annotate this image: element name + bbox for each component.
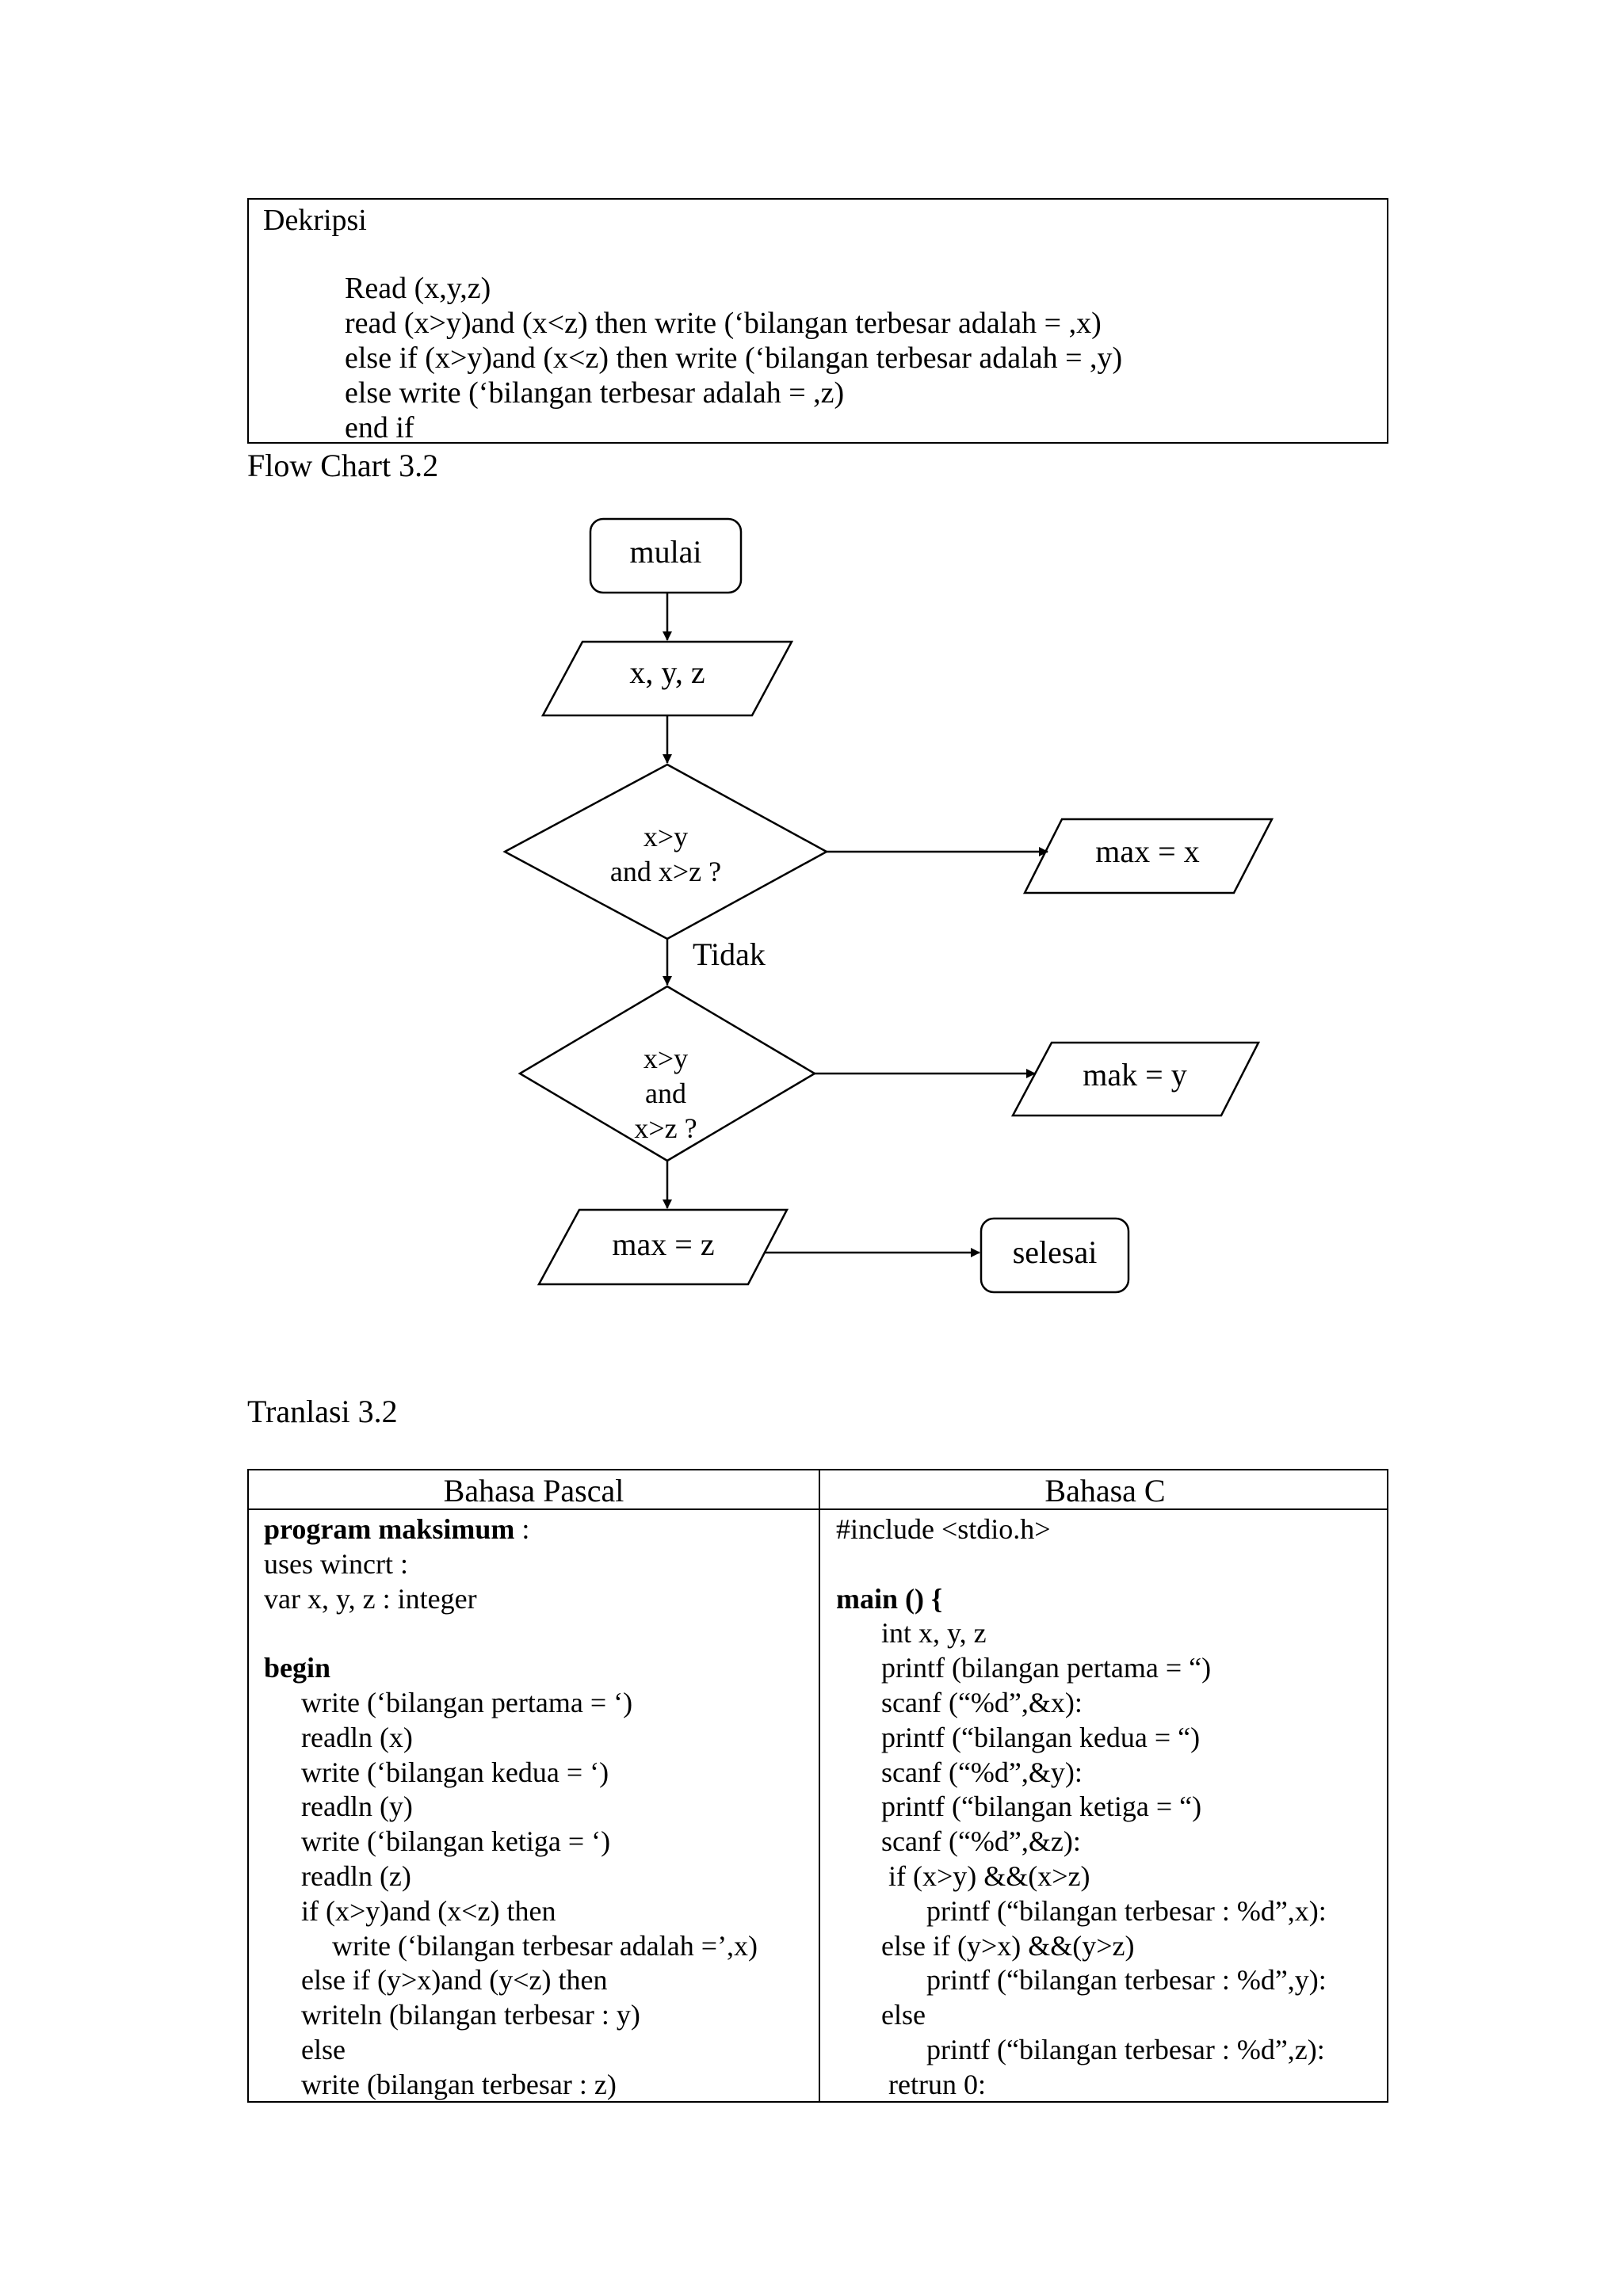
pascal-code-line: write (‘bilangan kedua = ‘) (301, 1758, 609, 1787)
c-code-line: #include <stdio.h> (836, 1515, 1051, 1543)
table-header-pascal: Bahasa Pascal (443, 1473, 624, 1508)
pascal-code-text: readln (x) (301, 1721, 413, 1753)
c-code-line: scanf (“%d”,&y): (881, 1758, 1083, 1787)
pascal-code-line: else (301, 2035, 346, 2064)
pascal-code-text: readln (y) (301, 1791, 413, 1823)
pascal-code-line: write (‘bilangan pertama = ‘) (301, 1688, 632, 1717)
pascal-code-line: readln (x) (301, 1723, 413, 1752)
c-code-text: else (881, 1999, 926, 2031)
pascal-code-text: if (x>y)and (x<z) then (301, 1894, 556, 1927)
pascal-code-line: program maksimum : (264, 1515, 529, 1543)
translation-caption: Tranlasi 3.2 (247, 1394, 398, 1429)
c-code-text: printf (“bilangan terbesar : %d”,x): (926, 1894, 1327, 1927)
decision2-line: and (645, 1077, 686, 1109)
start-terminator (589, 517, 743, 594)
pascal-code-line: writeln (bilangan terbesar : y) (301, 2000, 640, 2029)
c-code-text: main () { (836, 1582, 943, 1615)
pascal-code-text: program maksimum (264, 1513, 515, 1545)
c-code-line: main () { (836, 1585, 942, 1613)
pascal-code-text: writeln (bilangan terbesar : y) (301, 1999, 640, 2031)
pascal-code-text: else if (y>x)and (y<z) then (301, 1964, 608, 1997)
pascal-code-text: write (‘bilangan pertama = ‘) (301, 1687, 633, 1718)
pascal-code-line: readln (y) (301, 1792, 413, 1821)
c-code-text: scanf (“%d”,&x): (881, 1687, 1083, 1718)
pascal-code-line: if (x>y)and (x<z) then (301, 1897, 556, 1925)
pascal-code-line: write (‘bilangan ketiga = ‘) (301, 1827, 610, 1855)
c-code-line: printf (“bilangan terbesar : %d”,x): (926, 1897, 1327, 1925)
pascal-code-text: write (‘bilangan kedua = ‘) (301, 1756, 609, 1788)
c-code-line: scanf (“%d”,&z): (881, 1827, 1081, 1855)
pascal-code-text: write (bilangan terbesar : z) (301, 2068, 617, 2100)
output-max-z (537, 1208, 789, 1286)
output-mak-y (1010, 1041, 1261, 1117)
flowchart-caption: Flow Chart 3.2 (247, 448, 439, 483)
c-code-line: printf (“bilangan kedua = “) (881, 1723, 1200, 1752)
pascal-code-line: write (‘bilangan terbesar adalah =’,x) (332, 1932, 758, 1960)
description-line: read (x>y)and (x<z) then write (‘bilanga… (345, 307, 1102, 340)
description-line: end if (345, 411, 414, 444)
c-code-text: printf (“bilangan terbesar : %d”,y): (926, 1964, 1327, 1997)
c-code-text: scanf (“%d”,&z): (881, 1825, 1081, 1858)
table-header-c: Bahasa C (1044, 1473, 1166, 1508)
end-terminator (980, 1217, 1130, 1294)
c-code-text: printf (“bilangan ketiga = “) (881, 1791, 1202, 1823)
pascal-code-text: write (‘bilangan terbesar adalah =’,x) (332, 1929, 758, 1962)
input-label: x, y, z (629, 654, 705, 690)
c-code-text: int x, y, z (881, 1617, 987, 1650)
c-code-text: else if (y>x) &&(y>z) (881, 1929, 1135, 1962)
description-title: Dekripsi (263, 204, 367, 237)
pascal-code-line: else if (y>x)and (y<z) then (301, 1966, 607, 1994)
decision2-line: x>y (643, 1043, 688, 1074)
pascal-code-suffix: : (514, 1513, 530, 1545)
pascal-code-line: var x, y, z : integer (264, 1585, 477, 1613)
c-code-text: printf (bilangan pertama = “) (881, 1652, 1212, 1684)
description-line: Read (x,y,z) (345, 272, 491, 305)
c-code-line: retrun 0: (888, 2070, 986, 2099)
c-code-text: printf (“bilangan kedua = “) (881, 1721, 1201, 1753)
description-line: else write (‘bilangan terbesar adalah = … (345, 376, 845, 410)
pascal-code-line: write (bilangan terbesar : z) (301, 2070, 617, 2099)
c-code-line: printf (“bilangan ketiga = “) (881, 1792, 1201, 1821)
decision1-line: x>y (643, 821, 688, 852)
end-label: selesai (1013, 1234, 1098, 1270)
pascal-code-text: readln (z) (301, 1860, 411, 1892)
pascal-code-text: uses wincrt : (264, 1547, 408, 1580)
output-max-x (1022, 818, 1274, 894)
pascal-code-text: write (‘bilangan ketiga = ‘) (301, 1825, 611, 1858)
c-code-text: retrun 0: (888, 2068, 986, 2100)
output2-label: mak = y (1083, 1057, 1186, 1093)
table-column-divider (819, 1470, 820, 2101)
decision1-line: and x>z ? (610, 856, 721, 887)
decision2-line: x>z ? (634, 1112, 697, 1144)
c-code-line: int x, y, z (881, 1619, 987, 1647)
c-code-text: scanf (“%d”,&y): (881, 1756, 1083, 1788)
no-label: Tidak (693, 936, 766, 972)
pascal-code-line: readln (z) (301, 1862, 411, 1890)
c-code-text: if (x>y) &&(x>z) (888, 1860, 1090, 1892)
c-code-line: printf (“bilangan terbesar : %d”,y): (926, 1966, 1327, 1994)
description-line: else if (x>y)and (x<z) then write (‘bila… (345, 341, 1123, 375)
description-box (247, 198, 1388, 444)
c-code-line: else (881, 2000, 926, 2029)
c-code-line: printf (“bilangan terbesar : %d”,z): (926, 2035, 1325, 2064)
output3-label: max = z (612, 1226, 714, 1262)
table-header-divider (249, 1508, 1387, 1510)
translation-table: Bahasa Pascal Bahasa C program maksimum … (247, 1469, 1388, 2103)
start-label: mulai (629, 534, 701, 570)
pascal-code-text: var x, y, z : integer (264, 1582, 477, 1615)
c-code-line: if (x>y) &&(x>z) (888, 1862, 1090, 1890)
c-code-text: printf (“bilangan terbesar : %d”,z): (926, 2034, 1325, 2065)
pascal-code-text: else (301, 2034, 346, 2065)
c-code-line: printf (bilangan pertama = “) (881, 1653, 1211, 1682)
output1-label: max = x (1095, 833, 1199, 869)
c-code-line: else if (y>x) &&(y>z) (881, 1932, 1135, 1960)
pascal-code-line: uses wincrt : (264, 1550, 408, 1578)
pascal-code-text: begin (264, 1652, 331, 1684)
input-parallelogram (540, 640, 794, 717)
pascal-code-line: begin (264, 1653, 330, 1682)
c-code-line: scanf (“%d”,&x): (881, 1688, 1083, 1717)
c-code-text: #include <stdio.h> (836, 1513, 1051, 1545)
